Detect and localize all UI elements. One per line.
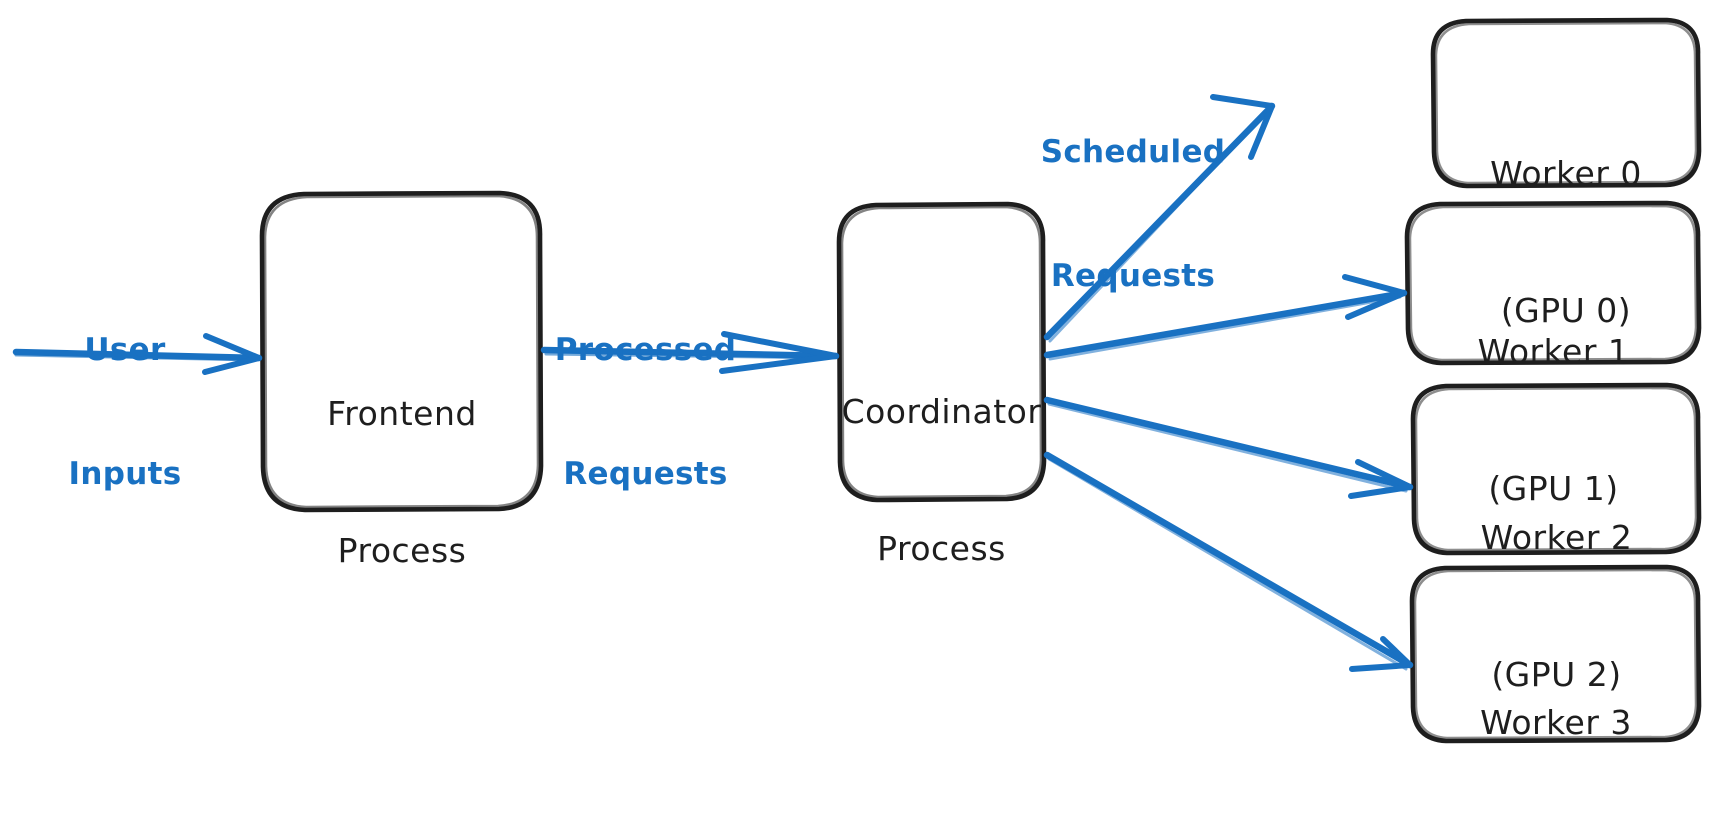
worker-1-box[interactable]	[1404, 200, 1702, 366]
frontend-process-box[interactable]	[259, 190, 544, 513]
arrow-coordinator-worker-3[interactable]	[1043, 451, 1414, 672]
edge-arrows	[12, 94, 1414, 672]
arrow-user-inputs[interactable]	[12, 333, 263, 375]
worker-0-box-second-pass	[1434, 21, 1698, 185]
arrow-coordinator-worker-0[interactable]	[1043, 94, 1276, 343]
worker-1-box-second-pass	[1408, 204, 1698, 362]
worker-0-box[interactable]	[1430, 17, 1702, 189]
node-shapes	[259, 17, 1702, 744]
worker-3-box-second-pass	[1413, 568, 1698, 740]
coordinator-process-box-second-pass	[840, 205, 1043, 499]
worker-2-box-second-pass	[1414, 386, 1698, 552]
arrow-coordinator-worker-2[interactable]	[1043, 396, 1414, 499]
arrow-processed-requests[interactable]	[540, 331, 840, 374]
coordinator-process-box[interactable]	[836, 201, 1047, 503]
worker-2-box[interactable]	[1410, 382, 1702, 556]
frontend-process-box-second-pass	[263, 194, 540, 509]
worker-3-box[interactable]	[1409, 564, 1702, 744]
arrow-coordinator-worker-1[interactable]	[1043, 274, 1408, 361]
